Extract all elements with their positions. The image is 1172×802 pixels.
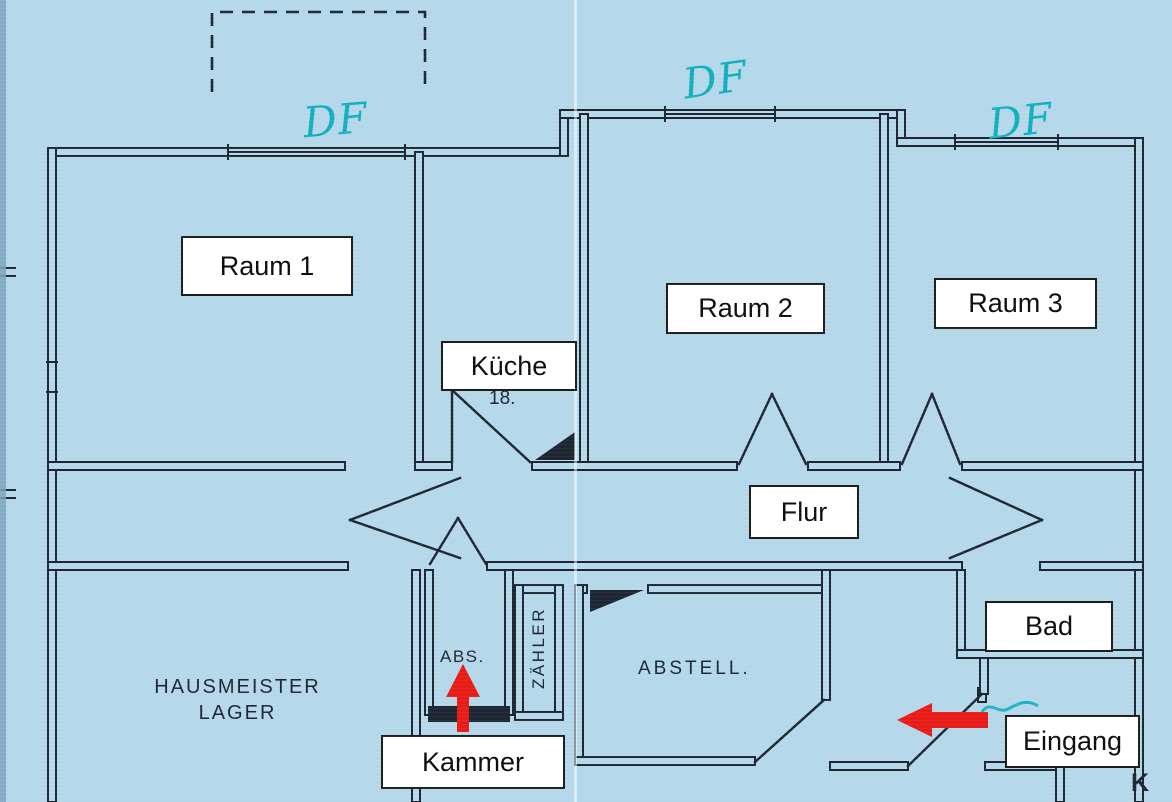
wall-segment xyxy=(574,756,756,766)
wall-segment xyxy=(1039,561,1144,571)
wall-segment xyxy=(1055,761,1065,802)
dashed-outline xyxy=(210,10,427,92)
wall-segment xyxy=(956,569,966,659)
abstell-text: ABSTELL. xyxy=(638,658,751,679)
dashed-roof-outline xyxy=(210,10,427,92)
room-label-raum3: Raum 3 xyxy=(934,278,1097,329)
wall-segment xyxy=(504,569,514,716)
wall-segment xyxy=(414,461,453,471)
wall-segment xyxy=(531,461,738,471)
door-swing-kueche xyxy=(450,388,532,464)
door-swing-raum2 xyxy=(737,392,774,466)
windows xyxy=(46,106,1059,393)
hausmeister-line2: LAGER xyxy=(198,702,277,724)
wall-segment xyxy=(979,657,989,695)
teal-scribble xyxy=(980,700,1039,713)
hausmeister-line1: HAUSMEISTER xyxy=(154,676,321,698)
room-label-flur: Flur xyxy=(749,485,859,539)
wall-segment xyxy=(47,461,346,471)
paper-fold-line xyxy=(574,0,577,802)
passage-chevron-left xyxy=(348,518,462,560)
room-label-kueche: Küche xyxy=(441,341,577,391)
wall-segment xyxy=(807,461,901,471)
abs-text: ABS. xyxy=(440,647,485,666)
door-swing-kammer xyxy=(428,516,460,566)
wall-segment xyxy=(579,113,589,471)
wall-segment xyxy=(829,761,909,771)
door-swing-abstell xyxy=(753,698,826,764)
df-annotation: DF xyxy=(679,51,752,109)
wall-segment xyxy=(486,561,963,571)
wall-segment xyxy=(424,569,434,716)
wall-segment xyxy=(414,151,424,471)
handwritten-annotations: DF DF DF xyxy=(300,51,1056,713)
room-label-bad: Bad xyxy=(985,601,1113,652)
corner-partial-text: K xyxy=(1131,769,1150,797)
door-swing-raum3 xyxy=(930,392,962,466)
wall-segment xyxy=(961,461,1144,471)
paper-edge-shadow xyxy=(0,0,6,802)
wall-segment xyxy=(879,113,889,471)
door-swing-eingang xyxy=(906,692,984,768)
door-triangle-kueche xyxy=(535,432,575,460)
kitchen-number-text: 18. xyxy=(489,388,516,409)
wall-segment xyxy=(514,711,564,721)
room-label-kammer: Kammer xyxy=(381,735,565,789)
room-label-raum2: Raum 2 xyxy=(666,283,825,334)
df-annotation: DF xyxy=(985,93,1056,149)
red-arrow-up-icon xyxy=(446,664,480,732)
passage-chevron-right xyxy=(948,476,1044,522)
wall-segment xyxy=(514,584,524,721)
wall-segment xyxy=(647,584,831,594)
zaehler-text: ZÄHLER xyxy=(529,606,548,690)
door-swing-kammer xyxy=(456,516,488,566)
doors xyxy=(348,388,1044,768)
wall-segment xyxy=(821,569,831,701)
wall-segment xyxy=(47,147,57,802)
door-swing-raum3 xyxy=(900,392,934,466)
passage-chevron-right xyxy=(948,518,1044,560)
room-label-eingang: Eingang xyxy=(1005,715,1140,768)
wall-segment xyxy=(554,584,564,721)
wall-segment xyxy=(47,561,349,571)
door-triangle-abstell xyxy=(590,590,644,612)
red-arrow-left-icon xyxy=(897,703,988,737)
df-annotation: DF xyxy=(300,93,371,148)
hausmeister-lager-text: HAUSMEISTER LAGER xyxy=(120,674,355,726)
passage-chevron-left xyxy=(348,476,462,522)
room-label-raum1: Raum 1 xyxy=(181,236,353,296)
wall-segment xyxy=(411,569,421,802)
red-arrows xyxy=(446,664,988,737)
door-swing-raum2 xyxy=(770,392,808,466)
